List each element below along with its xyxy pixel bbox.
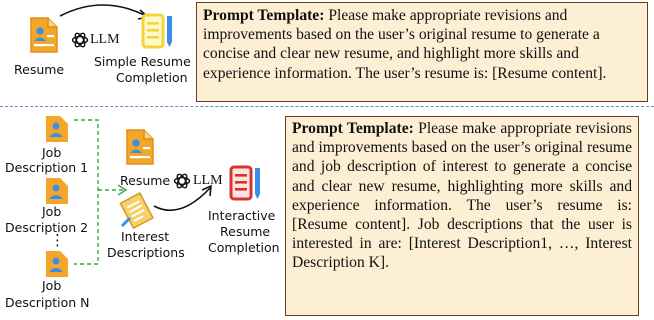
llm-label: LLM (193, 173, 223, 188)
interest-document-icon (119, 192, 154, 230)
job-label: Job (42, 145, 62, 160)
resume-icon (126, 129, 154, 165)
job-description-1-icon (46, 116, 68, 142)
interactive-prompt-template-box: Prompt Template: Please make appropriate… (285, 116, 639, 316)
selection-bracket (74, 119, 128, 265)
job-description-2-icon (46, 178, 68, 204)
job-description-1-label: Description 1 (5, 160, 89, 175)
arrow-to-interactive-completion (153, 184, 212, 212)
job-description-2-label: Description 2 (5, 220, 89, 235)
interest-label-1: Interest (121, 229, 170, 244)
document-completion-icon (141, 13, 172, 49)
simple-prompt-template-box: Prompt Template: Please make appropriate… (196, 2, 648, 102)
job-label: Job (42, 278, 62, 293)
ellipsis-vertical: ⋮ (50, 231, 65, 249)
interest-label-2: Descriptions (107, 245, 185, 260)
llm-label: LLM (90, 32, 120, 47)
prompt-template-body: Please make appropriate revisions and im… (203, 7, 607, 82)
prompt-template-body: Please make appropriate revisions and im… (292, 120, 633, 272)
simple-completion-label-1: Simple Resume (94, 54, 191, 69)
simple-completion-label-2: Completion (116, 70, 188, 85)
llm-logo-icon (173, 173, 191, 189)
job-label: Job (42, 204, 62, 219)
interactive-completion-label-3: Completion (208, 240, 280, 255)
resume-icon (30, 17, 58, 53)
prompt-template-title: Prompt Template: (203, 7, 325, 24)
section-divider (0, 106, 654, 107)
interactive-completion-label-2: Resume (220, 224, 271, 239)
interactive-completion-label-1: Interactive (208, 208, 276, 223)
resume-label: Resume (14, 62, 65, 77)
llm-logo-icon (71, 32, 89, 48)
interactive-completion-icon (229, 165, 260, 201)
job-description-n-icon (46, 251, 68, 277)
job-description-n-label: Description N (5, 295, 90, 310)
resume-label: Resume (120, 173, 171, 188)
prompt-template-title: Prompt Template: (292, 120, 414, 137)
